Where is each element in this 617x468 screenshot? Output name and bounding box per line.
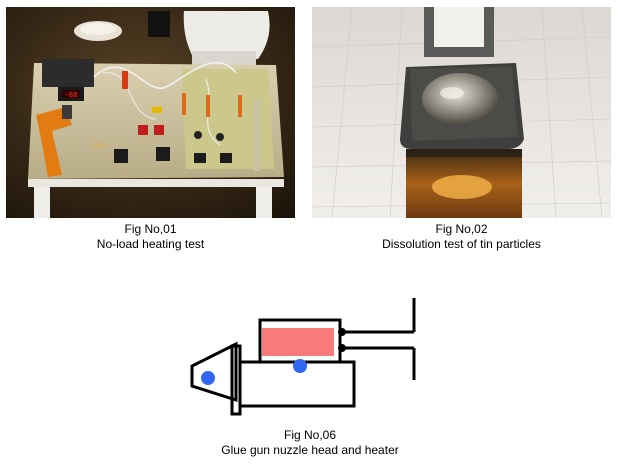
nozzle-sensor-dot bbox=[201, 371, 215, 385]
figure-caption-02: Fig No,02 Dissolution test of tin partic… bbox=[312, 222, 611, 252]
figure-number: Fig No,01 bbox=[124, 222, 177, 236]
body-sensor-dot bbox=[293, 359, 307, 373]
figure-caption-06: Fig No,06 Glue gun nuzzle head and heate… bbox=[160, 428, 460, 458]
nozzle-tip bbox=[190, 341, 238, 403]
lead-connector-top bbox=[338, 328, 346, 336]
photo-tin-dissolution-test bbox=[312, 7, 611, 218]
photo-no-load-heating-test: -88 bbox=[6, 7, 295, 218]
figure-title: Dissolution test of tin particles bbox=[382, 237, 541, 251]
figure-number: Fig No,02 bbox=[435, 222, 488, 236]
figure-title: Glue gun nuzzle head and heater bbox=[221, 443, 399, 457]
lead-connector-bottom bbox=[338, 344, 346, 352]
figure-caption-01: Fig No,01 No-load heating test bbox=[6, 222, 295, 252]
glue-gun-nozzle-diagram bbox=[180, 290, 440, 420]
heater-element bbox=[262, 328, 334, 356]
figure-title: No-load heating test bbox=[96, 237, 205, 251]
figure-number: Fig No,06 bbox=[283, 428, 337, 442]
svg-text:-88: -88 bbox=[65, 91, 78, 99]
